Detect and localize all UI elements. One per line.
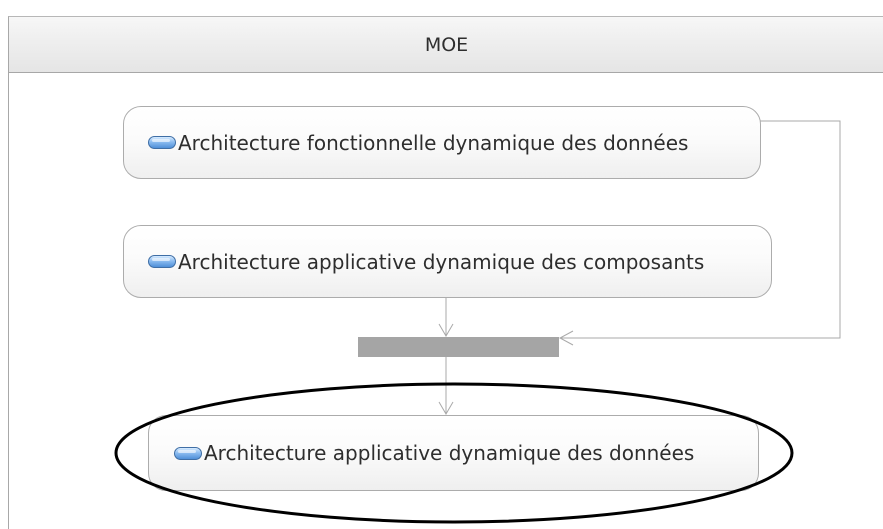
activity-architecture-applicative-dynamique-composants[interactable]: Architecture applicative dynamique des c… <box>123 225 772 298</box>
activity-architecture-fonctionnelle-dynamique-donnees[interactable]: Architecture fonctionnelle dynamique des… <box>123 106 761 179</box>
activity-pill-icon <box>148 255 176 268</box>
swimlane-title: MOE <box>424 34 469 56</box>
flow-from-activity-1-to-join <box>560 120 841 339</box>
activity-label: Architecture applicative dynamique des d… <box>204 441 695 465</box>
activity-pill-icon <box>148 136 176 149</box>
activity-pill-icon <box>174 446 202 460</box>
arrowhead-flow-activity-1 <box>558 330 574 346</box>
activity-architecture-applicative-dynamique-donnees[interactable]: Architecture applicative dynamique des d… <box>148 415 759 491</box>
activity-label: Architecture fonctionnelle dynamique des… <box>178 130 689 155</box>
arrowhead-flow-activity-2 <box>438 323 454 337</box>
activity-label: Architecture applicative dynamique des c… <box>178 249 705 274</box>
swimlane-header: MOE <box>9 17 883 73</box>
join-bar[interactable] <box>358 337 559 357</box>
